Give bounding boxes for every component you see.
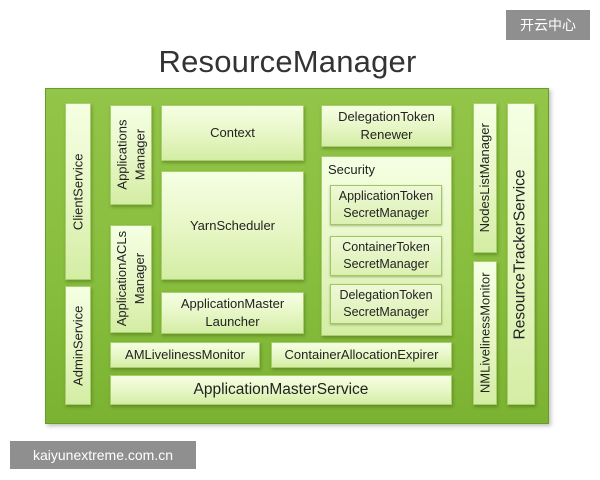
application-acls-manager-label: ApplicationACLs Manager xyxy=(114,231,148,327)
applications-manager-box: Applications Manager xyxy=(110,105,152,205)
nm-liveliness-monitor-label: NMLivelinessMonitor xyxy=(477,272,493,394)
resource-tracker-service-box: ResourceTrackerService xyxy=(507,103,535,405)
am-liveliness-monitor-label: AMLivelinessMonitor xyxy=(125,347,245,363)
container-token-secret-manager-label: ContainerToken SecretManager xyxy=(342,239,430,272)
application-master-service-label: ApplicationMasterService xyxy=(193,380,369,398)
client-service-box: ClientService xyxy=(65,103,91,280)
delegation-token-renewer-label: DelegationToken Renewer xyxy=(338,109,435,142)
application-master-service-box: ApplicationMasterService xyxy=(110,375,452,405)
context-box: Context xyxy=(161,105,304,161)
resource-manager-frame: ClientService AdminService Applications … xyxy=(45,88,549,424)
nodes-list-manager-box: NodesListManager xyxy=(473,103,497,253)
security-label: Security xyxy=(328,162,375,177)
application-token-secret-manager-label: ApplicationToken SecretManager xyxy=(338,188,434,221)
resource-tracker-service-label: ResourceTrackerService xyxy=(511,169,529,339)
diagram-title: ResourceManager xyxy=(158,44,417,79)
yarn-scheduler-label: YarnScheduler xyxy=(189,217,276,233)
container-allocation-expirer-label: ContainerAllocationExpirer xyxy=(284,347,439,363)
application-acls-manager-box: ApplicationACLs Manager xyxy=(110,225,152,333)
watermark-top: 开云中心 xyxy=(506,10,590,40)
nodes-list-manager-label: NodesListManager xyxy=(477,123,493,233)
applications-manager-label: Applications Manager xyxy=(114,119,148,191)
yarn-scheduler-box: YarnScheduler xyxy=(161,171,304,280)
container-token-secret-manager-box: ContainerToken SecretManager xyxy=(330,236,442,276)
application-master-launcher-box: ApplicationMaster Launcher xyxy=(161,292,304,334)
admin-service-box: AdminService xyxy=(65,286,91,405)
client-service-label: ClientService xyxy=(70,153,86,230)
container-allocation-expirer-box: ContainerAllocationExpirer xyxy=(271,342,452,368)
security-group: Security ApplicationToken SecretManager … xyxy=(321,156,452,336)
context-label: Context xyxy=(210,125,255,141)
nm-liveliness-monitor-box: NMLivelinessMonitor xyxy=(473,261,497,405)
am-liveliness-monitor-box: AMLivelinessMonitor xyxy=(110,342,260,368)
delegation-token-secret-manager-box: DelegationToken SecretManager xyxy=(330,284,442,324)
watermark-bottom: kaiyunextreme.com.cn xyxy=(10,441,196,469)
delegation-token-renewer-box: DelegationToken Renewer xyxy=(321,105,452,147)
application-master-launcher-label: ApplicationMaster Launcher xyxy=(180,296,285,329)
admin-service-label: AdminService xyxy=(70,305,86,386)
delegation-token-secret-manager-label: DelegationToken SecretManager xyxy=(339,287,433,320)
application-token-secret-manager-box: ApplicationToken SecretManager xyxy=(330,185,442,225)
